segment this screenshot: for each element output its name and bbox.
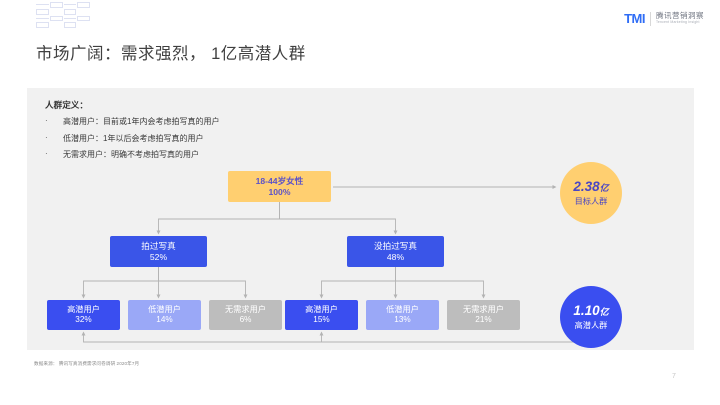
callout-value: 2.38: [573, 178, 600, 194]
page-title: 市场广阔：需求强烈， 1亿高潜人群: [36, 45, 306, 63]
callout-label: 目标人群: [574, 196, 608, 206]
decorative-grid-pattern: [36, 2, 90, 28]
source-note: 数据来源： 腾讯写真消费需求问卷调研 2020年7月: [34, 361, 140, 366]
node-no-demand-right[interactable]: 无需求用户 21%: [447, 300, 520, 330]
definition-item-text: 低潜用户：1年以后会考虑拍写真的用户: [63, 133, 204, 143]
definition-item: · 低潜用户：1年以后会考虑拍写真的用户: [45, 133, 219, 144]
definition-item: · 高潜用户：目前或1年内会考虑拍写真的用户: [45, 116, 219, 127]
logo-english-name: Tencent Marketing Insight: [656, 20, 700, 25]
page-number: 7: [672, 373, 676, 380]
callout-number: 1.10亿: [573, 303, 608, 320]
logo-chinese-name: 腾讯营销洞察: [656, 11, 704, 21]
node-label: 没拍过写真: [374, 240, 417, 251]
callout-label: 高潜人群: [574, 320, 608, 330]
definition-item-text: 无需求用户：明确不考虑拍写真的用户: [63, 150, 199, 159]
node-not-taken-photos[interactable]: 没拍过写真 48%: [347, 236, 444, 267]
bullet-icon: ·: [45, 132, 48, 142]
node-value: 32%: [75, 315, 92, 324]
node-value: 21%: [475, 315, 492, 324]
node-value: 14%: [156, 315, 173, 324]
node-value: 6%: [239, 315, 252, 324]
brand-logo: TMI 腾讯营销洞察 Tencent Marketing Insight: [624, 11, 704, 26]
node-root-female-18-44[interactable]: 18-44岁女性 100%: [228, 171, 331, 202]
callout-high-potential-audience[interactable]: 1.10亿 高潜人群: [560, 286, 622, 348]
node-value: 48%: [386, 251, 405, 262]
funnel-tree-diagram: 18-44岁女性 100% 拍过写真 52% 没拍过写真 48% 高潜用户 32…: [27, 88, 694, 350]
node-value: 100%: [268, 186, 291, 197]
node-label: 拍过写真: [141, 240, 176, 251]
audience-definition-block: 人群定义： · 高潜用户：目前或1年内会考虑拍写真的用户 · 低潜用户：1年以后…: [45, 99, 219, 166]
node-label: 18-44岁女性: [255, 175, 304, 186]
node-low-potential-right[interactable]: 低潜用户 13%: [366, 300, 439, 330]
node-high-potential-right[interactable]: 高潜用户 15%: [285, 300, 358, 330]
logo-mark: TMI: [624, 11, 645, 26]
callout-number: 2.38亿: [573, 179, 608, 196]
node-label: 无需求用户: [225, 304, 266, 314]
bullet-icon: ·: [45, 149, 48, 158]
definition-heading: 人群定义：: [45, 100, 88, 110]
definition-item-text: 高潜用户：目前或1年内会考虑拍写真的用户: [63, 117, 220, 126]
logo-divider: [650, 11, 651, 26]
node-high-potential-left[interactable]: 高潜用户 32%: [47, 300, 120, 330]
node-label: 低潜用户: [148, 304, 181, 314]
node-has-taken-photos[interactable]: 拍过写真 52%: [110, 236, 207, 267]
node-label: 高潜用户: [67, 304, 100, 314]
callout-value: 1.10: [573, 302, 600, 318]
node-label: 低潜用户: [386, 304, 419, 314]
node-label: 无需求用户: [463, 304, 504, 314]
node-label: 高潜用户: [305, 304, 338, 314]
node-value: 52%: [149, 251, 168, 262]
bullet-icon: ·: [45, 116, 48, 125]
callout-unit: 亿: [599, 182, 609, 193]
callout-target-audience[interactable]: 2.38亿 目标人群: [560, 162, 622, 224]
node-no-demand-left[interactable]: 无需求用户 6%: [209, 300, 282, 330]
node-low-potential-left[interactable]: 低潜用户 14%: [128, 300, 201, 330]
definition-item: · 无需求用户：明确不考虑拍写真的用户: [45, 149, 219, 160]
callout-unit: 亿: [599, 306, 609, 317]
node-value: 13%: [394, 315, 411, 324]
node-value: 15%: [313, 315, 330, 324]
